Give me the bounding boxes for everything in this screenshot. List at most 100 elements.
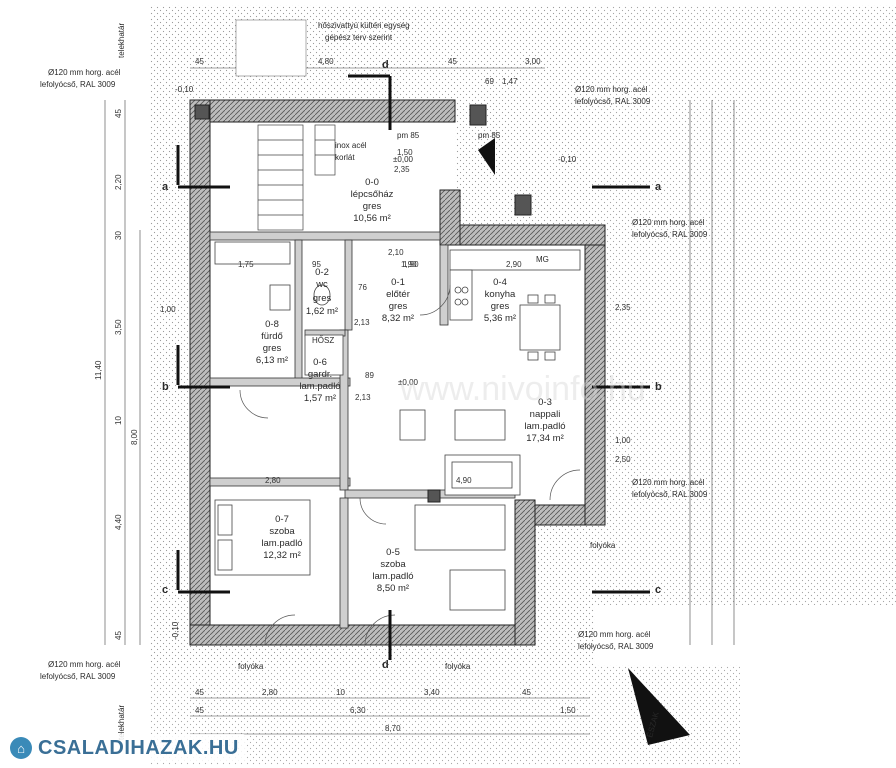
svg-text:0-3: 0-3 xyxy=(538,397,552,408)
svg-text:1,57 m²: 1,57 m² xyxy=(304,393,336,404)
svg-text:1,62 m²: 1,62 m² xyxy=(306,306,338,317)
section-lines[interactable] xyxy=(176,74,650,660)
svg-text:0-7: 0-7 xyxy=(275,514,289,525)
svg-text:lefolyócső, RAL 3009: lefolyócső, RAL 3009 xyxy=(632,230,708,239)
level-zero-1: ±0,00 xyxy=(393,155,414,164)
svg-text:lam.padló: lam.padló xyxy=(299,381,340,392)
svg-text:gres: gres xyxy=(363,201,382,212)
dim-bot2-2: 1,50 xyxy=(560,706,576,715)
room-0-2: 0-2 wc gres 1,62 m² xyxy=(306,267,338,317)
svg-text:0-6: 0-6 xyxy=(313,357,327,368)
level-outside-bl: -0,10 xyxy=(171,621,180,640)
svg-text:lefolyócső, RAL 3009: lefolyócső, RAL 3009 xyxy=(578,642,654,651)
room-0-5: 0-5 szoba lam.padló 8,50 m² xyxy=(372,547,413,594)
pipe-note-top-right: Ø120 mm horg. acél lefolyócső, RAL 3009 xyxy=(575,85,651,106)
dim-left1-6: 45 xyxy=(114,631,123,640)
svg-text:gres: gres xyxy=(313,293,332,304)
brand-text: CSALADIHAZAK.HU xyxy=(38,736,239,759)
room-0-7: 0-7 szoba lam.padló 12,32 m² xyxy=(261,514,302,561)
svg-text:szoba: szoba xyxy=(380,559,406,570)
dim-m16: 4,90 xyxy=(456,476,472,485)
dim-m4: 1,90 xyxy=(403,260,419,269)
heatpump-unit xyxy=(235,19,307,77)
svg-text:gardr.: gardr. xyxy=(308,369,332,380)
dim-bot1-4: 45 xyxy=(522,688,531,697)
svg-text:8,50 m²: 8,50 m² xyxy=(377,583,409,594)
section-d-bottom: d xyxy=(382,659,389,671)
svg-text:6,13 m²: 6,13 m² xyxy=(256,355,288,366)
watermark: www.nivoinfo.hu xyxy=(399,370,646,408)
dim-m21: 2,50 xyxy=(615,455,631,464)
exterior-walls xyxy=(189,99,606,646)
svg-text:0-2: 0-2 xyxy=(315,267,329,278)
site-border-top: telekhatár xyxy=(117,23,126,58)
level-pm85-1: pm 85 xyxy=(397,131,420,140)
dim-left1-0: 45 xyxy=(114,109,123,118)
pipe-note-right-low: Ø120 mm horg. acél lefolyócső, RAL 3009 xyxy=(632,478,708,499)
dim-bot2-0: 45 xyxy=(195,706,204,715)
brand-badge[interactable]: ⌂ CSALADIHAZAK.HU xyxy=(4,734,245,762)
svg-text:lefolyócső, RAL 3009: lefolyócső, RAL 3009 xyxy=(40,672,116,681)
svg-text:lefolyócső, RAL 3009: lefolyócső, RAL 3009 xyxy=(40,80,116,89)
section-c-right: c xyxy=(655,584,661,596)
dim-m22: 69 xyxy=(485,77,494,86)
level-pm85-2: pm 85 xyxy=(478,131,501,140)
sofa xyxy=(399,409,521,496)
pipe-note-bottom-right: Ø120 mm horg. acél lefolyócső, RAL 3009 xyxy=(578,630,654,651)
svg-text:lam.padló: lam.padló xyxy=(261,538,302,549)
dim-top-3: 3,00 xyxy=(525,57,541,66)
svg-text:előtér: előtér xyxy=(386,289,410,300)
svg-text:0-8: 0-8 xyxy=(265,319,279,330)
section-d-top: d xyxy=(382,59,389,71)
svg-text:szoba: szoba xyxy=(269,526,295,537)
svg-text:gres: gres xyxy=(389,301,408,312)
dim-m3: 2,10 xyxy=(388,248,404,257)
room-0-6: 0-6 gardr. lam.padló 1,57 m² xyxy=(299,357,340,404)
svg-text:5,36 m²: 5,36 m² xyxy=(484,313,516,324)
section-b-right: b xyxy=(655,381,662,393)
dim-m5: 2,90 xyxy=(506,260,522,269)
svg-text:Ø120 mm horg. acél: Ø120 mm horg. acél xyxy=(632,478,705,487)
dining-table xyxy=(519,294,561,361)
house-logo-icon: ⌂ xyxy=(10,737,32,759)
dim-m7: 2,13 xyxy=(354,318,370,327)
dim-bot2-1: 6,30 xyxy=(350,706,366,715)
svg-text:0-5: 0-5 xyxy=(386,547,400,558)
dim-left1-5: 4,40 xyxy=(114,514,123,530)
pipe-note-top-left: Ø120 mm horg. acél lefolyócső, RAL 3009 xyxy=(40,68,121,89)
dim-m9: 1,00 xyxy=(160,305,176,314)
level-outside-tl: -0,10 xyxy=(175,85,194,94)
svg-text:10,56 m²: 10,56 m² xyxy=(353,213,391,224)
north-arrow[interactable]: ÉSZAK xyxy=(628,668,690,745)
dim-left1-1: 2,20 xyxy=(114,174,123,190)
dim-m0: 1,75 xyxy=(238,260,254,269)
svg-text:lam.padló: lam.padló xyxy=(524,421,565,432)
svg-text:lam.padló: lam.padló xyxy=(372,571,413,582)
section-a-right: a xyxy=(655,181,662,193)
room-0-1: 0-1 előtér gres 8,32 m² xyxy=(382,277,414,324)
svg-text:lefolyócső, RAL 3009: lefolyócső, RAL 3009 xyxy=(575,97,651,106)
dim-m26: 2,35 xyxy=(394,165,410,174)
dim-left1-2: 30 xyxy=(114,231,123,240)
room-0-8: 0-8 fürdő gres 6,13 m² xyxy=(256,319,288,366)
svg-text:inox acél: inox acél xyxy=(335,141,367,150)
dim-m13: 2,13 xyxy=(355,393,371,402)
dim-bot1-1: 2,80 xyxy=(262,688,278,697)
svg-text:0-0: 0-0 xyxy=(365,177,379,188)
section-c-left: c xyxy=(162,584,168,596)
bath-fixtures xyxy=(214,241,344,376)
gutter-label-1: folyóka xyxy=(238,662,264,671)
dim-bot1-2: 10 xyxy=(336,688,345,697)
heatpump-note: hőszivattyú kültéri egység xyxy=(318,21,410,30)
svg-text:0-4: 0-4 xyxy=(493,277,507,288)
svg-text:12,32 m²: 12,32 m² xyxy=(263,550,301,561)
svg-text:Ø120 mm horg. acél: Ø120 mm horg. acél xyxy=(575,85,648,94)
dim-left-total: 11,40 xyxy=(94,360,103,380)
gutter-label-2: folyóka xyxy=(445,662,471,671)
dim-m27: 1,90 xyxy=(401,260,417,269)
dim-bot1-0: 45 xyxy=(195,688,204,697)
room-0-0: 0-0 lépcsőház gres 10,56 m² xyxy=(351,177,394,224)
columns xyxy=(194,104,532,503)
dim-m24: 1,50 xyxy=(397,148,413,157)
